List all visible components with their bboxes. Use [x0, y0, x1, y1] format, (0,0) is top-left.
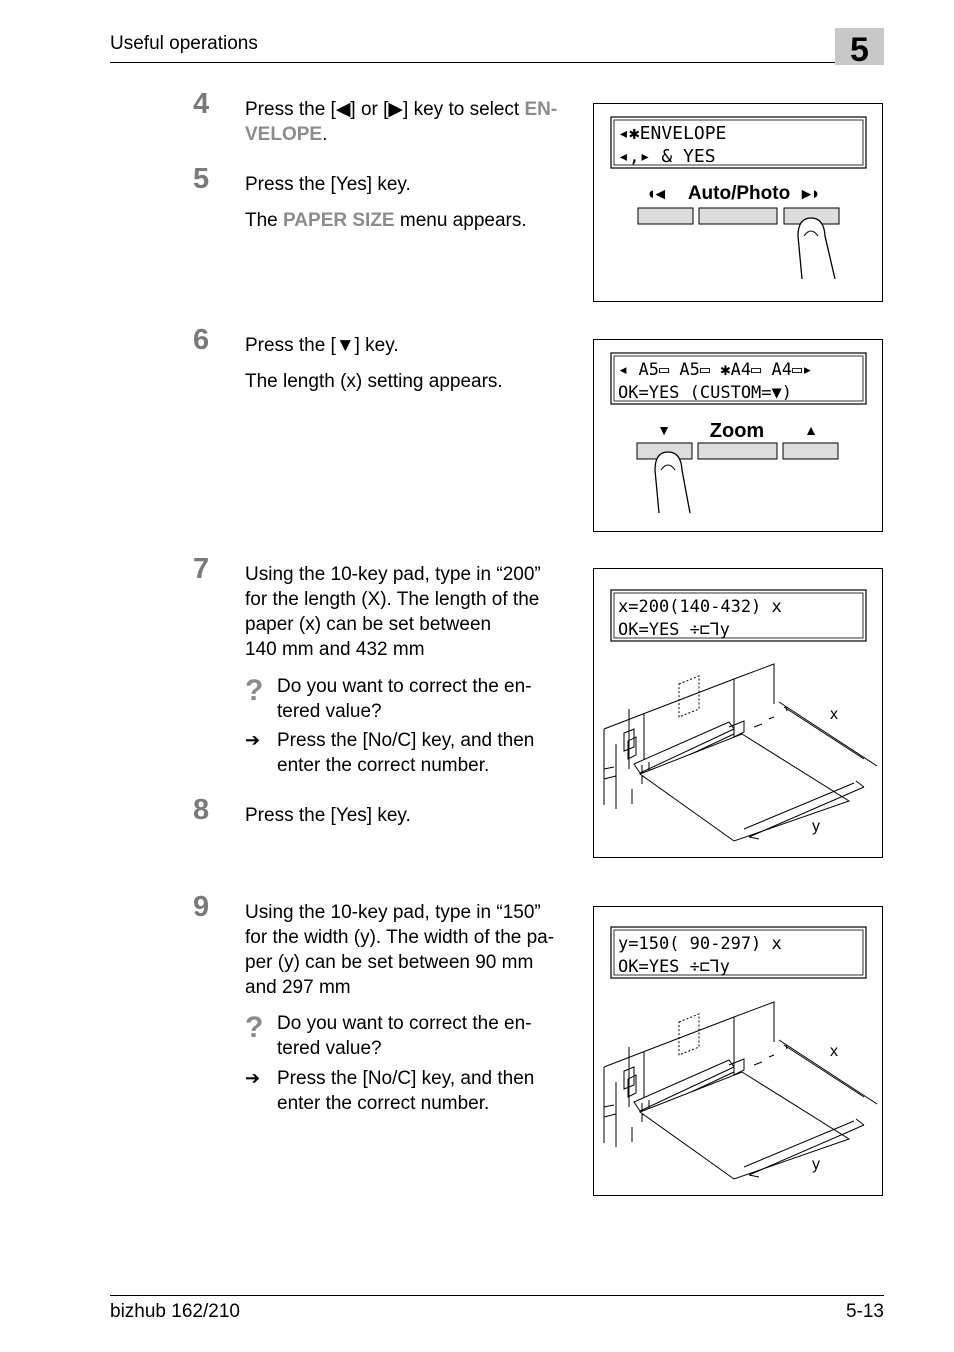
step-7-question-line: tered value?	[277, 701, 382, 722]
figure-envelope-panel: ◂✱ENVELOPE ◂,▸ & YES ◖◂ Auto/Photo ▸◗	[593, 103, 883, 302]
step-5-note-b: menu appears.	[394, 210, 527, 231]
f1-left-key	[637, 207, 694, 225]
f2-down-key-label: ▼	[657, 422, 671, 438]
step-9-line: Using the 10-key pad, type in “150”	[245, 902, 541, 923]
footer-rule	[110, 1295, 884, 1296]
question-icon: ?	[245, 674, 264, 707]
step-5-note-a: The	[245, 210, 284, 231]
chapter-number: 5	[835, 28, 884, 69]
step-4-text-b: .	[322, 124, 328, 145]
step-5-text: Press the [Yes] key.	[245, 174, 411, 195]
f2-zoom-key	[697, 442, 778, 460]
f1-lcd-line-1: ◂✱ENVELOPE	[618, 123, 726, 144]
f2-lcd-line-2: OK=YES (CUSTOM=▼)	[618, 383, 792, 403]
step-9-line: for the width (y). The width of the pa-	[245, 927, 555, 948]
copier-tray-illustration	[603, 663, 878, 842]
step-9-line: and 297 mm	[245, 977, 351, 998]
step-5-note: The PAPER SIZE menu appears.	[245, 208, 585, 233]
step-4-text-a: Press the [◀] or [▶] key to select	[245, 99, 525, 120]
f2-zoom-key-label: Zoom	[710, 420, 764, 442]
header-rule	[110, 62, 884, 63]
figure-width-setting: y=150( 90-297) x OK=YES ÷⊏⅂y x y	[593, 906, 883, 1196]
f1-lcd-line-2: ◂,▸ & YES	[618, 146, 716, 167]
step-7-answer-line: Press the [No/C] key, and then	[277, 730, 535, 751]
f3-lcd-line-2: OK=YES ÷⊏⅂y	[618, 620, 730, 640]
figure-length-setting: x=200(140-432) x OK=YES ÷⊏⅂y x y	[593, 568, 883, 858]
step-9-answer-line: Press the [No/C] key, and then	[277, 1068, 535, 1089]
step-8-text: Press the [Yes] key.	[245, 805, 411, 826]
finger-icon	[797, 217, 836, 280]
step-9-question-line: tered value?	[277, 1038, 382, 1059]
dimension-y-label: y	[812, 1156, 820, 1173]
dimension-y-label: y	[812, 818, 820, 835]
step-7-line: for the length (X). The length of the	[245, 589, 540, 610]
f1-center-key-label: Auto/Photo	[688, 183, 790, 204]
step-9-text: Using the 10-key pad, type in “150” for …	[245, 900, 585, 1000]
finger-icon	[654, 451, 691, 514]
copier-tray-illustration	[603, 1001, 878, 1180]
step-9-question-line: Do you want to correct the en-	[277, 1013, 532, 1034]
arrow-right-icon: ➔	[245, 1068, 261, 1088]
figure-paper-size-panel: ◂ A5▭ A5▭ ✱A4▭ A4▭▸ OK=YES (CUSTOM=▼) ▼ …	[593, 339, 883, 532]
step-5-note-highlight: PAPER SIZE	[283, 210, 395, 231]
step-7-line: paper (x) can be set between	[245, 614, 492, 635]
f2-lcd-line-1: ◂ A5▭ A5▭ ✱A4▭ A4▭▸	[618, 360, 812, 380]
step-7-number: 7	[193, 553, 210, 585]
step-5-number: 5	[193, 163, 210, 195]
step-4-highlight-a: EN-	[524, 99, 558, 120]
arrow-right-icon: ➔	[245, 730, 261, 750]
step-7-answer: Press the [No/C] key, and then enter the…	[277, 728, 577, 778]
step-4-text: Press the [◀] or [▶] key to select EN- VE…	[245, 97, 585, 147]
step-7-question-line: Do you want to correct the en-	[277, 676, 532, 697]
f2-up-key-label: ▲	[804, 422, 818, 438]
step-7-question: Do you want to correct the en- tered val…	[277, 674, 577, 724]
question-icon: ?	[245, 1011, 264, 1044]
dimension-x-label: x	[830, 706, 838, 723]
step-4-number: 4	[193, 88, 210, 120]
step-7-line: 140 mm and 432 mm	[245, 639, 425, 660]
footer-page-number: 5-13	[845, 1301, 884, 1322]
step-6-text: Press the [▼] key.	[245, 335, 399, 356]
running-header: Useful operations	[110, 33, 258, 54]
step-6-note: The length (x) setting appears.	[245, 371, 503, 392]
step-7-line: Using the 10-key pad, type in “200”	[245, 564, 541, 585]
step-9-number: 9	[193, 891, 210, 923]
step-9-answer: Press the [No/C] key, and then enter the…	[277, 1066, 577, 1116]
f4-lcd-line-2: OK=YES ÷⊏⅂y	[618, 957, 730, 977]
f4-lcd-line-1: y=150( 90-297) x	[618, 934, 782, 954]
f3-lcd-line-1: x=200(140-432) x	[618, 597, 782, 617]
step-6-number: 6	[193, 324, 210, 356]
step-4-highlight-b: VELOPE	[245, 124, 323, 145]
f1-center-key	[698, 207, 778, 225]
step-9-answer-line: enter the correct number.	[277, 1093, 490, 1114]
step-7-text: Using the 10-key pad, type in “200” for …	[245, 562, 585, 662]
f1-right-key-label: ▸◗	[801, 184, 821, 203]
f2-up-key	[782, 442, 839, 460]
footer-model: bizhub 162/210	[110, 1301, 240, 1322]
step-7-answer-line: enter the correct number.	[277, 755, 490, 776]
step-9-question: Do you want to correct the en- tered val…	[277, 1011, 577, 1061]
f1-left-key-label: ◖◂	[646, 184, 665, 203]
step-8-number: 8	[193, 794, 210, 826]
dimension-x-label: x	[830, 1043, 838, 1060]
step-9-line: per (y) can be set between 90 mm	[245, 952, 534, 973]
